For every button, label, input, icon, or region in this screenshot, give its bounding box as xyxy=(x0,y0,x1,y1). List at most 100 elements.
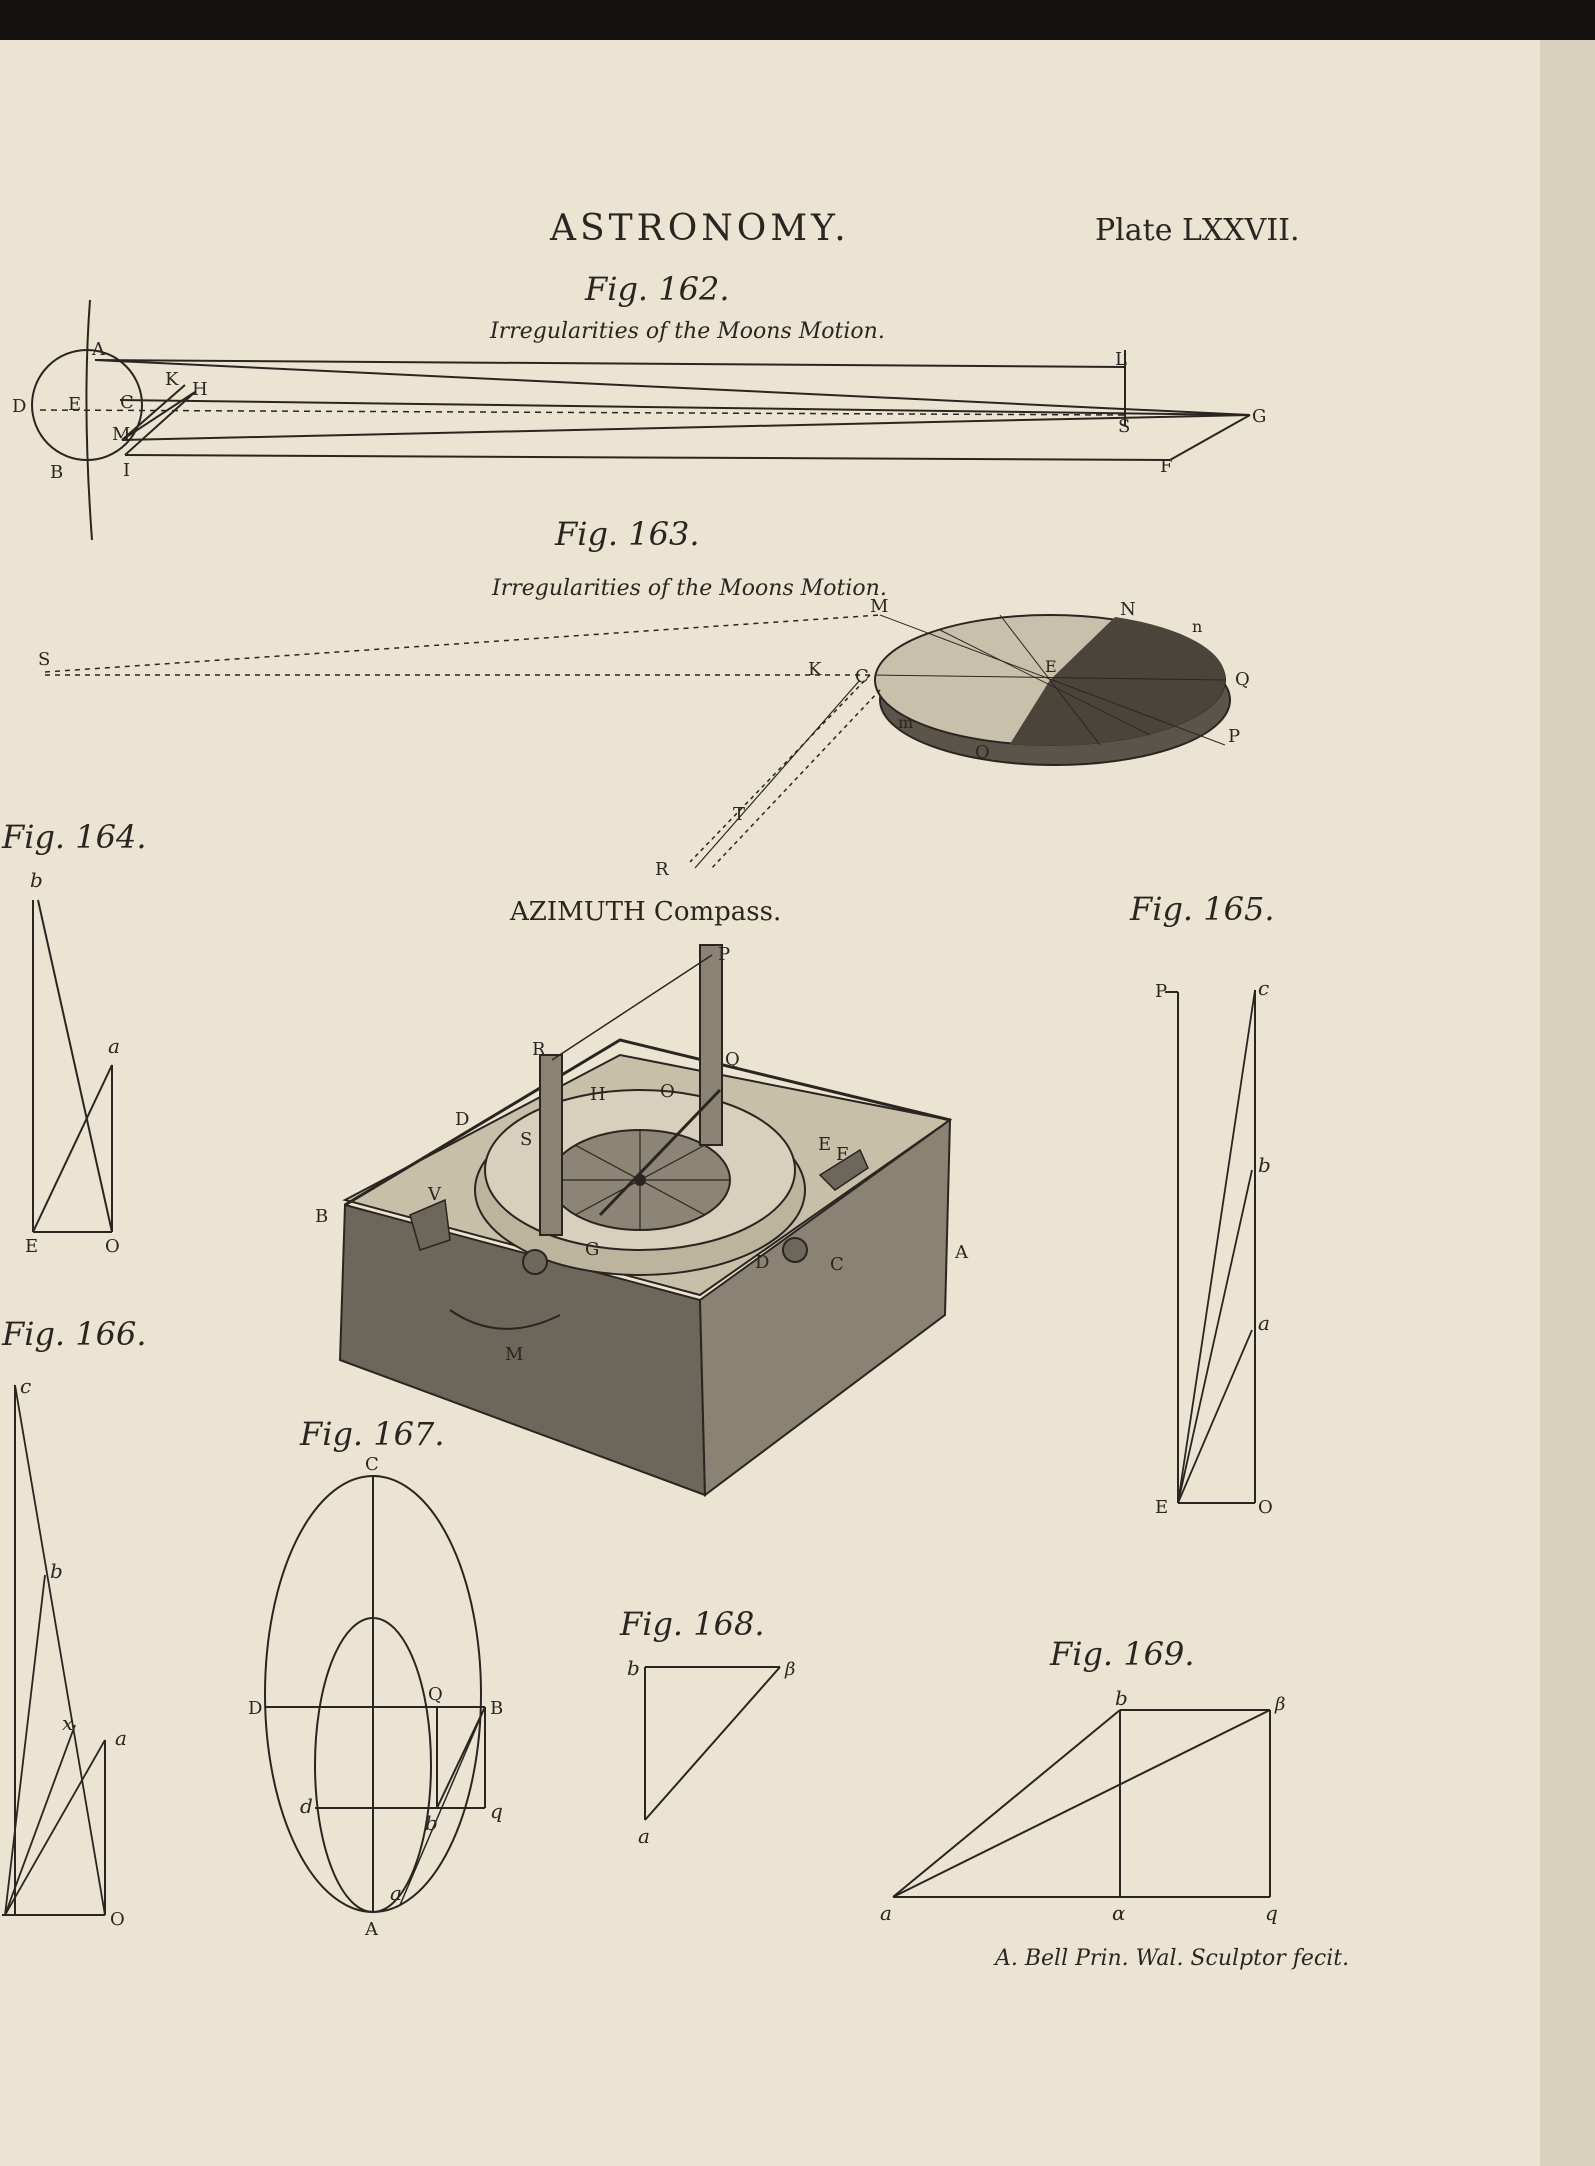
compass-letter-m: M xyxy=(505,1344,523,1365)
line-m-g xyxy=(121,414,1251,441)
pivot-screw-left xyxy=(522,1249,548,1275)
meridian-arc xyxy=(85,299,93,541)
fig-169-letter-a: a xyxy=(880,1901,892,1925)
fig-166-letter-a: a xyxy=(115,1726,127,1750)
moon-dark-sector xyxy=(1010,617,1226,746)
fig-164-letter-b: b xyxy=(30,868,43,892)
fig-165-letter-p: P xyxy=(1155,981,1167,1002)
line-c-r-2 xyxy=(689,674,871,863)
line-b-a xyxy=(399,1706,486,1906)
index-bar xyxy=(598,1088,722,1217)
compass-letter-o: O xyxy=(660,1081,675,1102)
line-i-h xyxy=(124,391,196,456)
fig-167-label: Fig. 167. xyxy=(299,1415,445,1453)
fig-166-letter-o: O xyxy=(110,1909,125,1930)
fig-169-letter-alpha: α xyxy=(1112,1901,1126,1925)
fig-162-letter-i: I xyxy=(123,460,130,481)
fig-162: Fig. 162. Irregularities of the Moons Mo… xyxy=(12,270,1266,541)
fig-168: Fig. 168. b β a xyxy=(619,1605,795,1848)
fig-162-letter-b: B xyxy=(50,462,63,483)
fig-168-label: Fig. 168. xyxy=(619,1605,765,1643)
fig-167-letter-d: D xyxy=(248,1698,262,1719)
compass-letter-d-top: D xyxy=(455,1109,469,1130)
page-edge xyxy=(1540,40,1595,2166)
fig-164-diag-a xyxy=(32,1064,113,1233)
compass-letter-b: B xyxy=(315,1206,328,1227)
fig-166-letter-c: c xyxy=(20,1374,31,1398)
fig-163-letter-m: M xyxy=(870,596,888,617)
compass-letter-p: P xyxy=(718,944,730,965)
axis-dashed xyxy=(39,409,1126,416)
fig-164-diag-b xyxy=(37,899,113,1233)
compass-title: AZIMUTH Compass. xyxy=(509,897,781,927)
fig-165-line-b xyxy=(1177,1169,1253,1504)
fig-167-letter-b-small: b xyxy=(425,1811,438,1835)
fig-165-label: Fig. 165. xyxy=(1129,890,1275,928)
compass-letter-s: S xyxy=(520,1129,532,1150)
fig-164-label: Fig. 164. xyxy=(1,818,147,856)
line-c-r-3 xyxy=(694,679,861,869)
fig-167-letter-a: A xyxy=(364,1919,379,1940)
fig-163-letter-k: K xyxy=(808,659,822,680)
compass-letter-e: E xyxy=(818,1134,831,1155)
compass-letter-c: C xyxy=(830,1254,844,1275)
line-m-h xyxy=(121,391,196,441)
fig-167-letter-c: C xyxy=(365,1454,379,1475)
disc-line-1 xyxy=(879,614,1226,746)
fig-166-line-x xyxy=(4,1724,76,1916)
line-m-k xyxy=(121,384,186,441)
line-c-g xyxy=(119,399,1251,416)
fig-169-line-b xyxy=(892,1709,1121,1898)
sight-thread xyxy=(551,954,713,1061)
fig-167-letter-b: B xyxy=(490,1698,503,1719)
fig-169: Fig. 169. b β a α q xyxy=(880,1635,1285,1925)
fig-162-letter-d: D xyxy=(12,396,26,417)
fig-162-caption: Irregularities of the Moons Motion. xyxy=(489,319,885,344)
fig-163-label: Fig. 163. xyxy=(554,515,700,553)
fig-165-line-c xyxy=(1177,989,1256,1504)
fig-168-letter-beta: β xyxy=(784,1659,795,1680)
weight-v xyxy=(409,1198,451,1251)
fig-163-letter-n-small: n xyxy=(1192,617,1202,636)
fig-162-letter-a: A xyxy=(91,339,106,360)
compass-letter-f: F xyxy=(836,1144,849,1165)
fig-166-letter-x: x xyxy=(62,1711,73,1735)
fig-162-letter-c: C xyxy=(120,392,134,413)
fig-162-letter-h: H xyxy=(192,379,208,400)
fig-168-letter-b: b xyxy=(627,1656,640,1680)
sight-vane-p xyxy=(699,944,723,1146)
fig-163-letter-q: Q xyxy=(1235,669,1250,690)
fig-164: Fig. 164. b a E O xyxy=(1,818,147,1257)
handle-m xyxy=(449,1309,561,1330)
fig-163: Fig. 163. Irregularities of the Moons Mo… xyxy=(38,515,1250,880)
box-rim xyxy=(344,1038,951,1207)
fig-165-letter-a: a xyxy=(1258,1311,1270,1335)
sight-vane-r xyxy=(539,1054,563,1236)
fig-166-line-c xyxy=(14,1384,106,1916)
fig-165-letter-b: b xyxy=(1258,1153,1271,1177)
line-f-g xyxy=(1169,414,1251,461)
line-i-f xyxy=(124,454,1171,461)
fig-169-letter-b: b xyxy=(1115,1686,1128,1710)
compass-letter-a: A xyxy=(954,1242,969,1263)
page-title: ASTRONOMY. xyxy=(549,208,850,249)
fig-167-letter-a-small: a xyxy=(390,1881,402,1905)
fig-163-letter-t: T xyxy=(733,804,745,825)
compass-letter-v: V xyxy=(427,1184,442,1205)
compass-letter-q: Q xyxy=(725,1049,740,1070)
fig-168-diag xyxy=(644,1666,781,1821)
engraver-signature: A. Bell Prin. Wal. Sculptor fecit. xyxy=(993,1946,1349,1971)
line-s-m xyxy=(44,614,881,673)
fig-168-letter-a: a xyxy=(638,1824,650,1848)
fig-163-letter-p: P xyxy=(1228,726,1240,747)
fig-165: Fig. 165. P c b a E O xyxy=(1129,890,1275,1518)
fig-165-line-a xyxy=(1177,1329,1253,1504)
fig-163-letter-c: C xyxy=(855,666,869,687)
disc-line-3 xyxy=(939,629,1151,736)
pivot-screw-right xyxy=(782,1237,808,1263)
fig-167: Fig. 167. C D Q B d b q a A xyxy=(248,1415,503,1940)
azimuth-compass: AZIMUTH Compass. P R Q H O D S E F V B G… xyxy=(315,897,969,1497)
fig-169-label: Fig. 169. xyxy=(1049,1635,1195,1673)
fig-166-label: Fig. 166. xyxy=(1,1315,147,1353)
